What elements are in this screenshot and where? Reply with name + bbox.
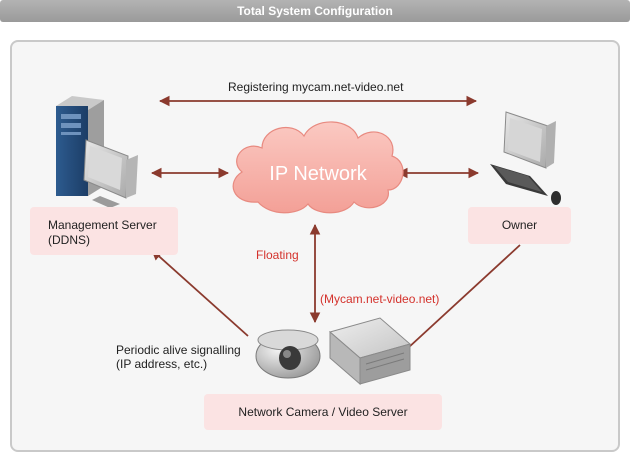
ip-network-cloud (232, 121, 404, 214)
video-server-owner-line (407, 244, 521, 349)
ip-network-label: IP Network (269, 163, 367, 185)
domain-label: (Mycam.net-video.net) (320, 292, 440, 306)
dome-camera-icon (255, 329, 321, 379)
owner-label: Owner (501, 218, 538, 232)
signalling-detail-label: (IP address, etc.) (116, 357, 208, 371)
devices-box: Network Camera / Video Server (204, 394, 442, 430)
management-server-label: Management Server (48, 218, 157, 232)
ddns-label: (DDNS) (48, 233, 90, 247)
management-server-box: Management Server (DDNS) (30, 207, 178, 255)
floating-label: Floating (256, 248, 299, 262)
owner-pc-icon (490, 111, 561, 205)
video-server-icon (328, 317, 412, 386)
signalling-label: Periodic alive signalling (116, 343, 241, 357)
owner-box: Owner (468, 207, 571, 244)
management-server-icon (56, 96, 138, 208)
signalling-arrow (151, 249, 249, 337)
devices-label: Network Camera / Video Server (238, 405, 408, 419)
registering-label: Registering mycam.net-video.net (228, 80, 404, 94)
page-title: Total System Configuration (0, 0, 630, 22)
